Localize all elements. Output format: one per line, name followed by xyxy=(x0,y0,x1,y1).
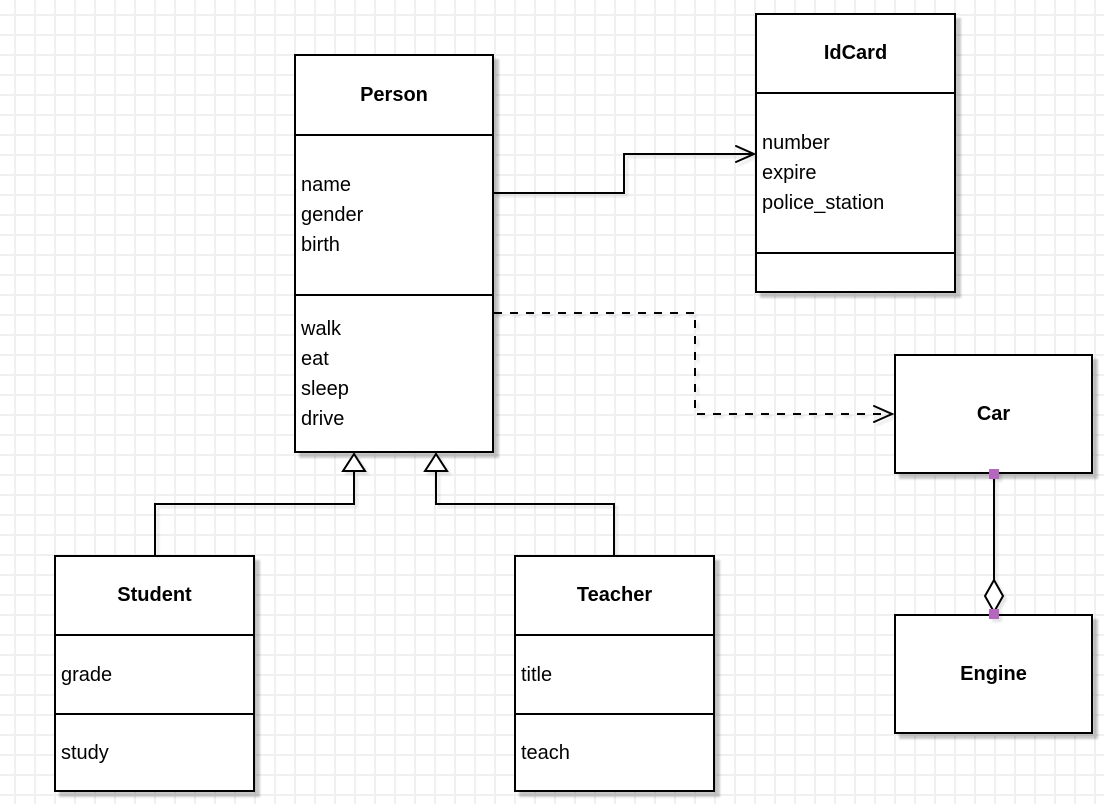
hollow-diamond-icon xyxy=(983,577,1005,615)
class-student-attributes: grade xyxy=(56,634,253,713)
class-person[interactable]: Person name gender birth walk eat sleep … xyxy=(294,54,494,453)
attribute: expire xyxy=(762,162,817,184)
class-student[interactable]: Student grade study xyxy=(54,555,255,792)
method: sleep xyxy=(301,377,349,400)
hollow-triangle-icon xyxy=(341,452,367,472)
edge-teacher-person-generalization[interactable] xyxy=(423,452,615,555)
class-teacher[interactable]: Teacher title teach xyxy=(514,555,715,792)
class-person-methods: walk eat sleep drive xyxy=(296,294,492,451)
class-idcard-title: IdCard xyxy=(823,42,888,64)
edge-person-idcard-association[interactable] xyxy=(494,145,757,194)
method: teach xyxy=(521,741,570,764)
class-idcard-methods-empty xyxy=(757,252,954,291)
method: drive xyxy=(301,407,345,430)
method: eat xyxy=(301,347,329,370)
class-teacher-attributes: title xyxy=(516,634,713,713)
method: walk xyxy=(301,317,342,340)
attribute: name xyxy=(301,174,352,196)
class-teacher-title: Teacher xyxy=(576,584,653,606)
class-car-title: Car xyxy=(976,402,1011,425)
class-person-title: Person xyxy=(360,83,428,106)
edge-person-car-dependency[interactable] xyxy=(494,312,895,423)
hollow-triangle-icon xyxy=(423,452,449,472)
open-arrow-icon xyxy=(873,405,895,423)
class-idcard-attributes: number expire police_station xyxy=(757,92,954,252)
edge-student-person-generalization[interactable] xyxy=(154,452,367,555)
class-engine-title: Engine xyxy=(960,662,1027,685)
open-arrow-icon xyxy=(735,145,757,163)
attribute: number xyxy=(762,132,830,154)
attribute: grade xyxy=(61,663,113,686)
attribute: birth xyxy=(301,234,340,256)
class-car[interactable]: Car xyxy=(894,354,1093,474)
attribute: gender xyxy=(301,204,364,226)
class-person-attributes: name gender birth xyxy=(296,134,492,294)
class-student-title: Student xyxy=(117,584,192,606)
class-idcard[interactable]: IdCard number expire police_station xyxy=(755,13,956,293)
edge-car-engine-aggregation[interactable] xyxy=(983,469,1005,619)
method: study xyxy=(61,741,109,764)
class-teacher-methods: teach xyxy=(516,713,713,790)
attribute: police_station xyxy=(762,192,885,214)
class-engine[interactable]: Engine xyxy=(894,614,1093,734)
class-student-methods: study xyxy=(56,713,253,790)
attribute: title xyxy=(521,663,553,686)
